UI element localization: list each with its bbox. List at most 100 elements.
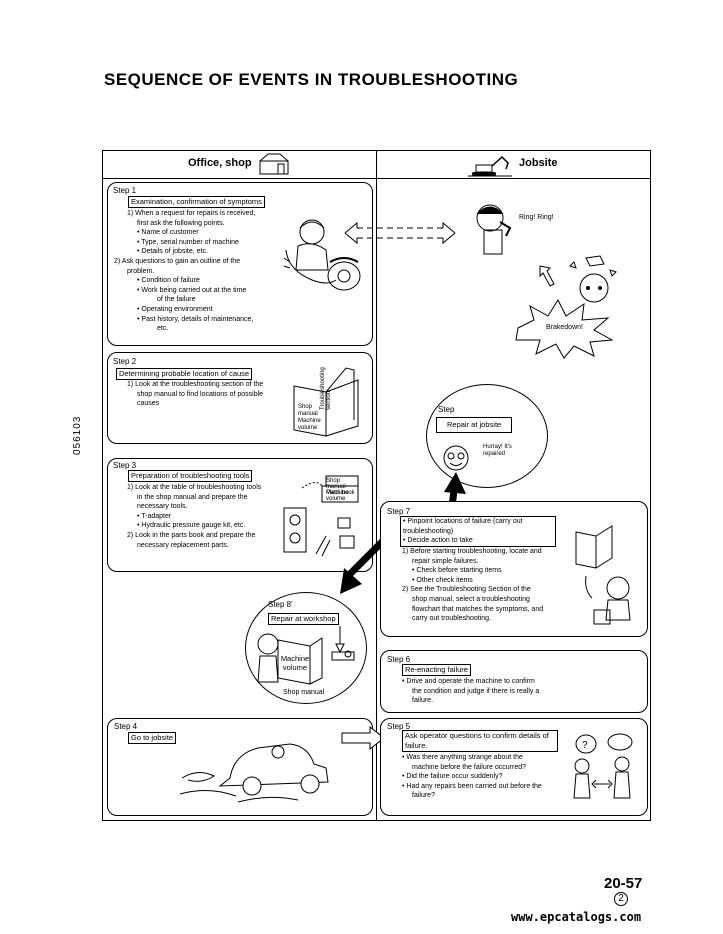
step7-line: flowchart that matches the symptoms, and [412, 605, 544, 613]
excavator-icon [468, 155, 512, 177]
step3-line: 2) Look in the parts book and prepare th… [127, 531, 256, 539]
repair-jobsite-label: Repair at jobsite [436, 417, 513, 433]
step3-line: • T-adapter [137, 512, 172, 520]
step4-heading: Step 4 [114, 722, 138, 731]
step1-heading: Step 1 [113, 186, 137, 195]
step7-line: carry out troubleshooting. [412, 615, 491, 623]
step3-line: in the shop manual and prepare the [137, 493, 248, 501]
watermark-text: www.epcatalogs.com [511, 910, 642, 924]
step8-book-text: Machine volume [280, 654, 310, 672]
step7-text: 1) Before starting troubleshooting, loca… [402, 547, 577, 624]
step3-line: • Hydraulic pressure gauge kit, etc. [137, 522, 246, 530]
step1-line: • Work being carried out at the time [137, 286, 247, 294]
step2-line: 1) Look at the troubleshooting section o… [127, 381, 264, 388]
ring-text: Ring! Ring! [519, 214, 554, 221]
step7-bullet: • Decide action to take [403, 537, 473, 545]
step5-text: • Was there anything strange about the m… [402, 753, 577, 801]
step1-text: 1) When a request for repairs is receive… [114, 209, 287, 334]
repair-jobsite-circle [426, 384, 548, 488]
step2-box [107, 352, 373, 444]
step2-line: shop manual to find locations of possibl… [137, 390, 264, 398]
step3-text: 1) Look at the table of troubleshooting … [127, 483, 297, 550]
step8-label: Repair at workshop [268, 613, 339, 625]
step5-line: machine before the failure occurred? [412, 763, 527, 771]
step1-line: • Details of jobsite, etc. [137, 248, 208, 256]
step3-book-note: Shop manual Machine volume [326, 478, 349, 502]
step1-line: 1) When a request for repairs is receive… [127, 210, 256, 217]
step1-line: etc. [157, 325, 169, 333]
step5-line: • Had any repairs been carried out befor… [402, 782, 542, 790]
column-divider [376, 150, 377, 821]
step1-line: problem. [127, 267, 155, 275]
step3-line: 1) Look at the table of troubleshooting … [127, 484, 262, 491]
step1-label: Examination, confirmation of symptoms [128, 196, 265, 208]
step3-parts-book: Parts book [326, 490, 355, 496]
step1-line: of the failure [157, 296, 196, 304]
step8-heading: Step 8' [268, 600, 293, 609]
office-column-header: Office, shop [188, 157, 252, 169]
step2-label: Determining probable location of cause [116, 368, 253, 380]
step7-box [380, 501, 648, 637]
operator-questions-icon: ? [573, 733, 633, 799]
step6-text: • Drive and operate the machine to confi… [402, 677, 602, 706]
jobsite-worker-phone-icon [476, 204, 512, 255]
page-title: SEQUENCE OF EVENTS IN TROUBLESHOOTING [104, 70, 519, 89]
step1-line: • Past history, details of maintenance, [137, 315, 254, 323]
breakdown-text: Brakedown! [546, 324, 583, 331]
step7-label: • Pinpoint locations of failure (carry o… [400, 516, 556, 547]
step6-line: • Drive and operate the machine to confi… [402, 678, 535, 685]
step3-heading: Step 3 [113, 461, 137, 470]
step7-line: repair simple failures. [412, 557, 479, 565]
happy-worker-icon [443, 445, 469, 471]
step4-label: Go to jobsite [128, 732, 177, 744]
step6-line: failure. [412, 697, 434, 705]
repair-bubble-text: Hurray! It's repaired [483, 444, 512, 457]
step5-line: • Was there anything strange about the [402, 754, 523, 761]
step3-line: necessary replacement parts. [137, 541, 229, 549]
step3-label: Preparation of troubleshooting tools [128, 470, 253, 482]
step7-heading: Step 7 [387, 507, 411, 516]
to-jobsite-arrow [341, 725, 385, 751]
page-number: 20-57 [604, 875, 643, 892]
revision-mark: 2 [614, 892, 628, 906]
step6-line: the condition and judge if there is real… [412, 687, 540, 695]
step1-line: first ask the following points. [137, 219, 225, 227]
step7-line: • Check before starting items [412, 567, 502, 575]
step7-line: • Other check items [412, 576, 473, 584]
step7-line: 2) See the Troubleshooting Section of th… [402, 586, 531, 594]
header-divider [102, 178, 651, 179]
step6-label: Re-enacting failure [402, 664, 471, 676]
step7-line: 1) Before starting troubleshooting, loca… [402, 548, 542, 555]
step7-line: shop manual, select a troubleshooting [412, 595, 530, 603]
step3-line: necessary tools. [137, 503, 188, 511]
step8-caption: Shop manual [283, 689, 325, 696]
step2-line: causes [137, 400, 160, 408]
step2-heading: Step 2 [113, 357, 137, 366]
step5-line: • Did the failure occur suddenly? [402, 773, 503, 781]
svg-text:?: ? [582, 740, 588, 751]
jobsite-column-header: Jobsite [519, 157, 558, 169]
step1-line: • Name of customer [137, 229, 199, 237]
step5-line: failure? [412, 792, 435, 800]
office-building-icon [259, 153, 289, 175]
step1-line: • Type, serial number of machine [137, 238, 239, 246]
step5-label: Ask operator questions to confirm detail… [402, 730, 558, 752]
step1-line: • Operating environment [137, 305, 213, 313]
step1-box [107, 182, 373, 346]
step2-book-cover: Shop manual Machine volume [298, 404, 321, 431]
step1-line: • Condition of failure [137, 277, 200, 285]
up-left-arrow-icon [539, 265, 555, 287]
shop-manual-book-icon [293, 367, 359, 437]
step1-line: 2) Ask questions to gain an outline of t… [114, 257, 241, 265]
step2-book-spine: Troubleshooting section [320, 367, 332, 410]
step6-heading: Step 6 [387, 655, 411, 664]
side-code: 056103 [72, 415, 83, 455]
step7-bullet: • Pinpoint locations of failure (carry o… [403, 518, 523, 535]
telephone-operator-icon [283, 219, 361, 291]
breakdown-burst-icon [515, 298, 614, 359]
step2-text: 1) Look at the troubleshooting section o… [127, 380, 287, 409]
step5-heading: Step 5 [387, 722, 411, 731]
step8-circle [245, 592, 367, 704]
car-driving-icon [179, 743, 329, 803]
communication-arrow [344, 221, 456, 245]
